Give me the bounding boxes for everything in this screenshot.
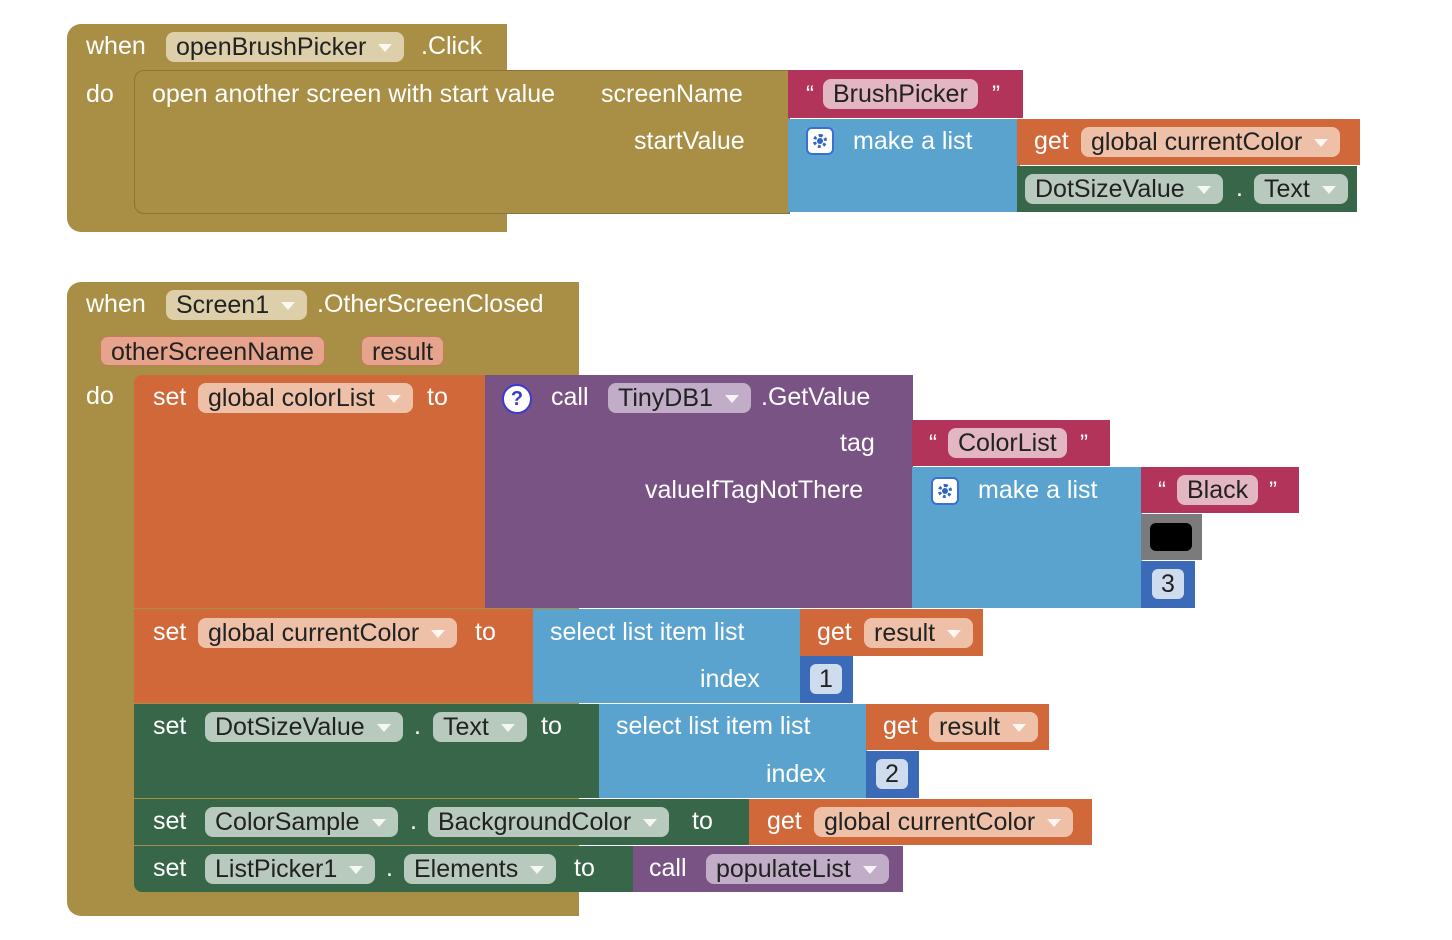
- variable-dropdown-global-currentcolor[interactable]: global currentColor: [1081, 127, 1341, 157]
- procedure-dropdown-populatelist[interactable]: populateList: [706, 854, 889, 884]
- call-label-1: call: [551, 383, 589, 411]
- quote-open-3: “: [1158, 477, 1166, 504]
- component-dropdown-listpicker1[interactable]: ListPicker1: [205, 854, 376, 884]
- event-name-label-2: .OtherScreenClosed: [317, 290, 544, 318]
- to-label-5: to: [574, 854, 595, 882]
- component-dropdown-dotsizevalue-2[interactable]: DotSizeValue: [205, 712, 403, 742]
- to-label-2: to: [475, 618, 496, 646]
- to-label-3: to: [541, 712, 562, 740]
- set-label-3: set: [153, 712, 187, 740]
- do-label: do: [86, 80, 114, 108]
- help-icon[interactable]: ?: [502, 384, 532, 414]
- start-value-label: startValue: [634, 127, 745, 155]
- set-global-colorlist-block[interactable]: [134, 375, 486, 608]
- property-dropdown-elements[interactable]: Elements: [404, 854, 557, 884]
- text-field-colorlist[interactable]: ColorList: [948, 428, 1067, 458]
- set-label-5: set: [153, 854, 187, 882]
- quote-open: “: [806, 81, 814, 108]
- variable-dropdown-result-1[interactable]: result: [864, 618, 974, 648]
- get-label-4: get: [767, 807, 802, 835]
- quote-close-2: ”: [1080, 430, 1088, 457]
- component-dropdown-screen1[interactable]: Screen1: [166, 290, 308, 320]
- make-a-list-label-2: make a list: [978, 476, 1098, 504]
- variable-dropdown-global-currentcolor-2[interactable]: global currentColor: [198, 618, 458, 648]
- variable-dropdown-global-colorlist[interactable]: global colorList: [198, 383, 413, 413]
- property-dropdown-text[interactable]: Text: [1254, 174, 1348, 204]
- select-list-item-label-1: select list item list: [550, 618, 745, 646]
- variable-dropdown-global-currentcolor-3[interactable]: global currentColor: [814, 807, 1074, 837]
- component-dropdown-tinydb1[interactable]: TinyDB1: [608, 383, 751, 413]
- screen-name-label: screenName: [601, 80, 743, 108]
- index-label-2: index: [766, 760, 826, 788]
- property-dot-3: .: [410, 807, 417, 835]
- component-dropdown-dotsizevalue[interactable]: DotSizeValue: [1025, 174, 1223, 204]
- text-field-brushpicker[interactable]: BrushPicker: [823, 79, 978, 109]
- when-label: when: [86, 32, 146, 60]
- property-dot: .: [1236, 174, 1243, 202]
- param-result[interactable]: result: [361, 336, 445, 366]
- tag-label: tag: [840, 429, 875, 457]
- set-label-1: set: [153, 383, 187, 411]
- when-label-2: when: [86, 290, 146, 318]
- event-name-label: .Click: [421, 32, 483, 60]
- number-field-2[interactable]: 2: [876, 759, 908, 789]
- to-label-4: to: [692, 807, 713, 835]
- quote-open-2: “: [929, 430, 937, 457]
- tinydb-getvalue-block[interactable]: [485, 375, 913, 608]
- quote-close-3: ”: [1269, 477, 1277, 504]
- make-a-list-label: make a list: [853, 127, 973, 155]
- property-dot-2: .: [414, 712, 421, 740]
- text-field-black[interactable]: Black: [1177, 475, 1259, 505]
- color-swatch-black[interactable]: [1150, 523, 1192, 551]
- property-dropdown-text-2[interactable]: Text: [433, 712, 527, 742]
- mutator-gear-icon-2[interactable]: [931, 477, 959, 505]
- call-label-2: call: [649, 854, 687, 882]
- property-dot-4: .: [386, 854, 393, 882]
- variable-dropdown-result-2[interactable]: result: [929, 712, 1039, 742]
- mutator-gear-icon[interactable]: [806, 127, 834, 155]
- get-label-3: get: [883, 712, 918, 740]
- param-othername[interactable]: otherScreenName: [100, 336, 325, 366]
- get-label: get: [1034, 127, 1069, 155]
- quote-close: ”: [992, 81, 1000, 108]
- open-another-screen-block[interactable]: [134, 70, 790, 214]
- select-list-item-block-2[interactable]: [599, 704, 867, 798]
- do-label-2: do: [86, 382, 114, 410]
- select-list-item-label-2: select list item list: [616, 712, 811, 740]
- select-list-item-block-1[interactable]: [533, 609, 801, 703]
- get-label-2: get: [817, 618, 852, 646]
- component-dropdown-colorsample[interactable]: ColorSample: [205, 807, 398, 837]
- open-screen-label: open another screen with start value: [152, 80, 556, 108]
- number-field-3[interactable]: 3: [1152, 569, 1184, 599]
- number-field-1[interactable]: 1: [810, 664, 842, 694]
- component-dropdown-openbrushpicker[interactable]: openBrushPicker: [166, 32, 405, 62]
- property-dropdown-backgroundcolor[interactable]: BackgroundColor: [428, 807, 670, 837]
- index-label-1: index: [700, 665, 760, 693]
- set-label-4: set: [153, 807, 187, 835]
- set-label-2: set: [153, 618, 187, 646]
- default-label: valueIfTagNotThere: [645, 476, 864, 504]
- to-label-1: to: [427, 383, 448, 411]
- method-label-getvalue: .GetValue: [761, 383, 871, 411]
